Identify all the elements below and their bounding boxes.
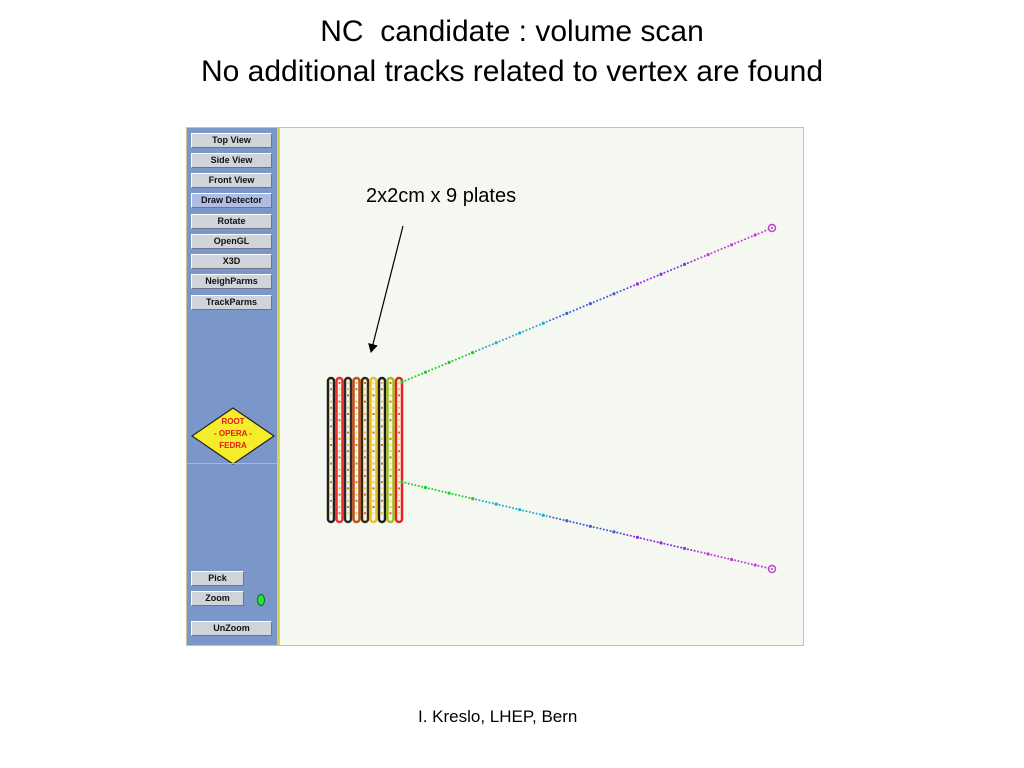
event-display-window: Top View Side View Front View Draw Detec…	[186, 127, 804, 646]
event-display-canvas[interactable]	[279, 128, 803, 645]
slide-title-line-2: No additional tracks related to vertex a…	[200, 55, 824, 88]
sidebar-divider	[187, 463, 277, 464]
control-sidebar: Top View Side View Front View Draw Detec…	[187, 128, 279, 645]
x3d-button[interactable]: X3D	[191, 254, 272, 269]
slide-title: NC candidate : volume scan No additional…	[0, 12, 1024, 92]
side-view-button[interactable]: Side View	[191, 153, 272, 168]
opengl-button[interactable]: OpenGL	[191, 234, 272, 249]
front-view-button[interactable]: Front View	[191, 173, 272, 188]
logo-line-fedra: FEDRA	[219, 441, 247, 450]
neighparms-button[interactable]: NeighParms	[191, 274, 272, 289]
trackparms-button[interactable]: TrackParms	[191, 295, 272, 310]
zoom-indicator-icon	[257, 594, 265, 606]
logo-line-root: ROOT	[221, 417, 245, 426]
slide-title-line-1: NC candidate : volume scan	[320, 15, 704, 48]
unzoom-button[interactable]: UnZoom	[191, 621, 272, 636]
plates-annotation: 2x2cm x 9 plates	[366, 185, 517, 207]
draw-detector-button[interactable]: Draw Detector	[191, 193, 272, 208]
top-view-button[interactable]: Top View	[191, 133, 272, 148]
rotate-button[interactable]: Rotate	[191, 214, 272, 229]
logo-diamond	[190, 407, 276, 465]
pick-button[interactable]: Pick	[191, 571, 244, 586]
logo-line-opera: - OPERA -	[214, 429, 252, 438]
root-opera-fedra-logo: ROOT - OPERA - FEDRA	[190, 407, 276, 465]
zoom-button[interactable]: Zoom	[191, 591, 244, 606]
author-footer: I. Kreslo, LHEP, Bern	[418, 707, 578, 726]
